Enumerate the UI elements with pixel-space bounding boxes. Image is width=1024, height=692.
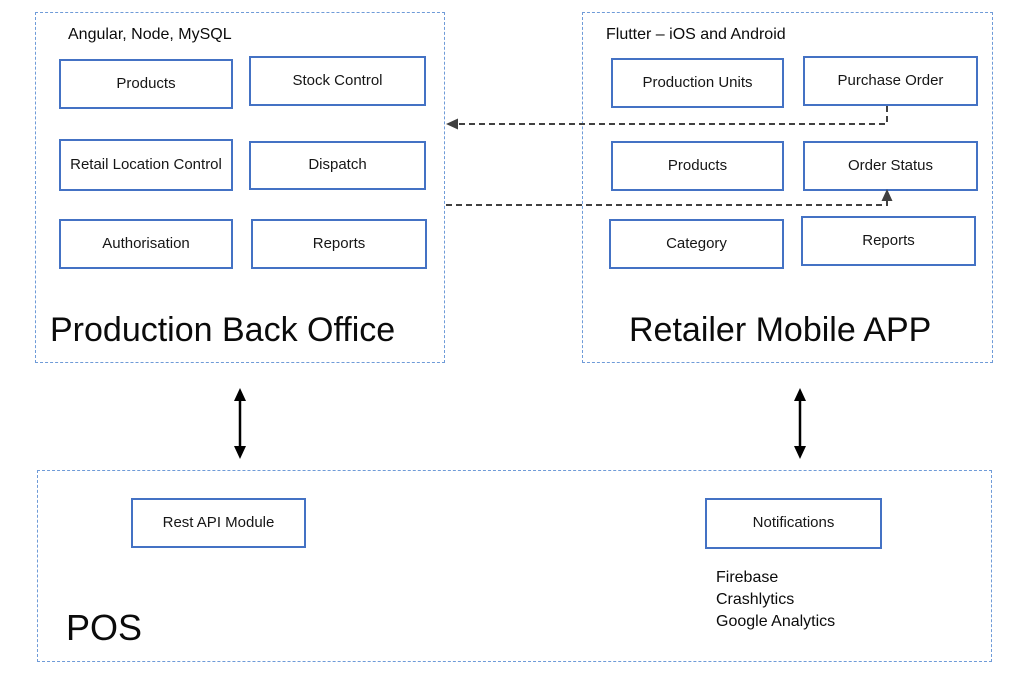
pos-container: Rest API Module Notifications Firebase C… bbox=[37, 470, 992, 662]
pos-title: POS bbox=[66, 607, 143, 648]
back-office-title: Production Back Office bbox=[50, 311, 396, 349]
module-box-ma-reports: Reports bbox=[801, 216, 976, 266]
module-box-ma-production-units: Production Units bbox=[611, 58, 784, 108]
pos-services-list: Firebase Crashlytics Google Analytics bbox=[716, 567, 835, 633]
double-arrow-back-office-pos bbox=[234, 388, 246, 459]
back-office-tech-label: Angular, Node, MySQL bbox=[68, 26, 232, 43]
pos-service-crashlytics: Crashlytics bbox=[716, 591, 795, 608]
arrowhead-left-icon bbox=[446, 118, 458, 130]
module-box-bo-products: Products bbox=[59, 59, 233, 109]
module-box-ma-order-status: Order Status bbox=[803, 141, 978, 191]
module-box-ma-purchase-order: Purchase Order bbox=[803, 56, 978, 106]
arrowhead-up-icon bbox=[794, 388, 806, 401]
module-box-bo-reports: Reports bbox=[251, 219, 427, 269]
arrowhead-down-icon bbox=[794, 446, 806, 459]
mobile-app-tech-label: Flutter – iOS and Android bbox=[606, 26, 786, 43]
pos-service-firebase: Firebase bbox=[716, 569, 779, 586]
mobile-app-container: Flutter – iOS and Android Production Uni… bbox=[582, 12, 993, 363]
module-box-ma-category: Category bbox=[609, 219, 784, 269]
module-box-pos-notifications: Notifications bbox=[705, 498, 882, 549]
module-box-bo-authorisation: Authorisation bbox=[59, 219, 233, 269]
arrowhead-up-icon bbox=[234, 388, 246, 401]
module-box-bo-stock-control: Stock Control bbox=[249, 56, 426, 106]
mobile-app-title: Retailer Mobile APP bbox=[629, 311, 932, 349]
module-box-ma-products: Products bbox=[611, 141, 784, 191]
back-office-container: Angular, Node, MySQL Products Stock Cont… bbox=[35, 12, 445, 363]
module-box-pos-rest-api-module: Rest API Module bbox=[131, 498, 306, 548]
double-arrow-mobile-app-pos bbox=[794, 388, 806, 459]
module-box-bo-retail-location-control: Retail Location Control bbox=[59, 139, 233, 191]
module-box-bo-dispatch: Dispatch bbox=[249, 141, 426, 190]
pos-service-google-analytics: Google Analytics bbox=[716, 613, 836, 630]
arrowhead-down-icon bbox=[234, 446, 246, 459]
